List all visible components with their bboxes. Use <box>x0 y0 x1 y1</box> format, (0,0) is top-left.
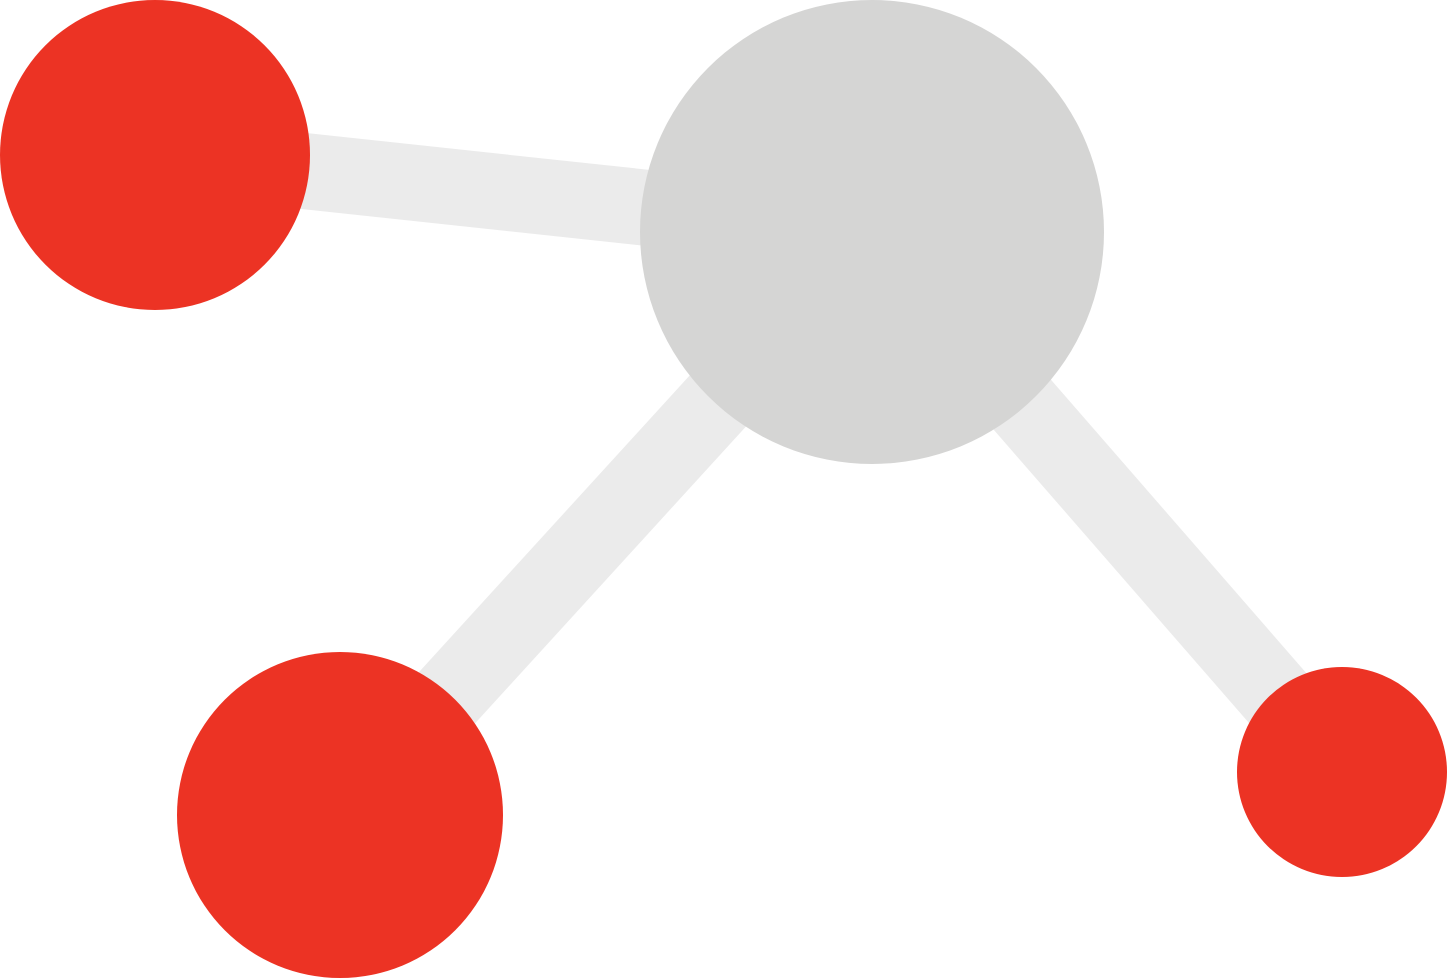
node-top-left <box>0 0 310 310</box>
node-bottom-left <box>177 652 503 978</box>
node-bottom-right <box>1237 667 1447 877</box>
hub-node <box>640 0 1104 464</box>
